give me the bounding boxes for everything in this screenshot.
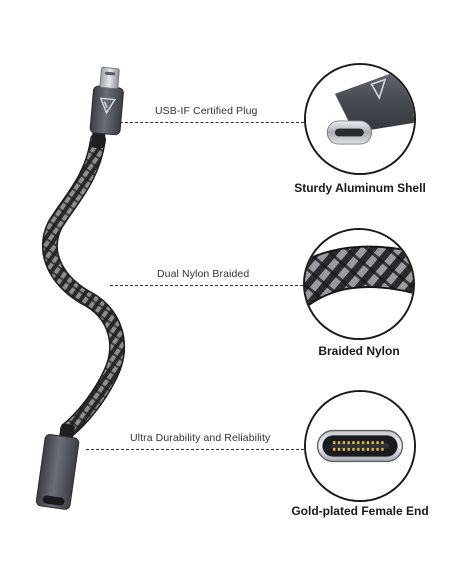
- leader-line-plug: [120, 122, 304, 123]
- callout-label-braid: Dual Nylon Braided: [157, 268, 250, 280]
- braided-nylon-cable-icon: [305, 230, 413, 338]
- detail-circle-braid: [303, 228, 415, 340]
- female-end-housing: [35, 434, 80, 510]
- caption-braided-nylon: Braided Nylon: [318, 344, 400, 358]
- detail-circle-plug: [304, 63, 416, 175]
- usb-c-male-plug-icon: [306, 65, 414, 173]
- caption-aluminum-shell: Sturdy Aluminum Shell: [294, 181, 426, 195]
- brand-logo-icon: [99, 97, 116, 115]
- usb-c-female-port-icon: [306, 392, 414, 500]
- leader-line-durability: [86, 449, 304, 450]
- callout-label-plug: USB-IF Certified Plug: [155, 105, 258, 117]
- callout-label-durability: Ultra Durability and Reliability: [130, 432, 271, 444]
- leader-line-braid: [110, 285, 303, 286]
- detail-circle-female-end: [304, 390, 416, 502]
- male-plug-housing: [89, 67, 124, 136]
- caption-gold-plated-female-end: Gold-plated Female End: [291, 504, 429, 518]
